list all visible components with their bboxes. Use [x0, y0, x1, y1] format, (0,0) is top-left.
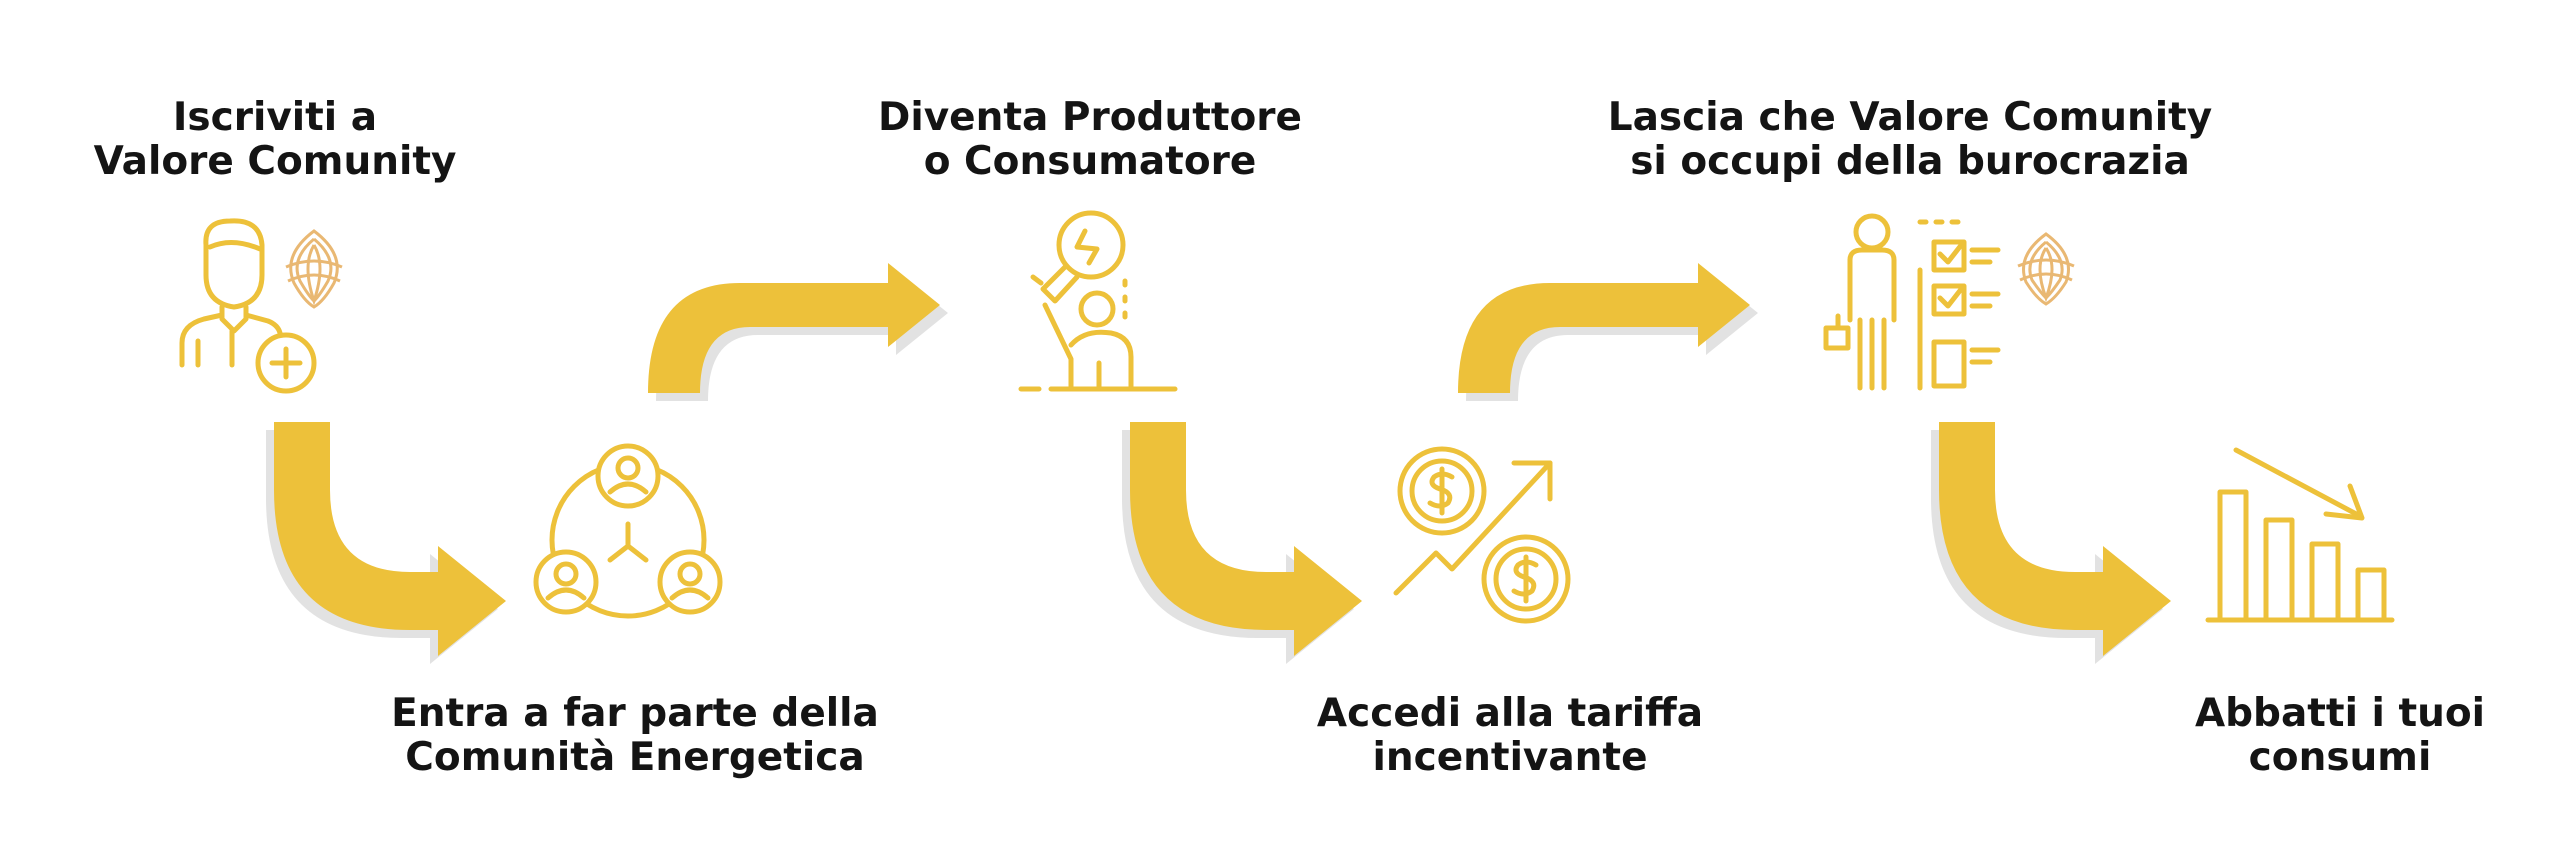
person-lightbulb-icon — [1018, 210, 1178, 392]
arrow-up-right-2 — [1458, 263, 1758, 401]
step-3-label: Diventa Produttore o Consumatore — [830, 96, 1350, 184]
step-4-line-2: incentivante — [1372, 735, 1648, 780]
arrow-down-right-1 — [266, 422, 506, 664]
step-6-label: Abbatti i tuoi consumi — [2080, 692, 2560, 780]
step-2-line-2: Comunità Energetica — [405, 735, 865, 780]
user-add-icon — [179, 218, 343, 394]
step-2-label: Entra a far parte della Comunità Energet… — [335, 692, 935, 780]
step-3-line-1: Diventa Produttore — [878, 95, 1302, 140]
step-2-line-1: Entra a far parte della — [391, 691, 879, 736]
decreasing-bars-icon — [2205, 447, 2395, 623]
step-5-line-2: si occupi della burocrazia — [1630, 139, 2190, 184]
arrow-down-right-3 — [1931, 422, 2171, 664]
arrow-down-right-2 — [1122, 422, 1362, 664]
money-growth-icon — [1393, 446, 1571, 624]
step-1-line-2: Valore Comunity — [93, 139, 457, 184]
step-6-line-1: Abbatti i tuoi — [2194, 691, 2486, 736]
arrow-up-right-1 — [648, 263, 948, 401]
step-1-label: Iscriviti a Valore Comunity — [30, 96, 520, 184]
step-5-label: Lascia che Valore Comunity si occupi del… — [1590, 96, 2230, 184]
step-1-line-1: Iscriviti a — [172, 95, 378, 140]
step-6-line-2: consumi — [2248, 735, 2432, 780]
step-5-line-1: Lascia che Valore Comunity — [1607, 95, 2213, 140]
person-checklist-icon — [1823, 213, 2075, 391]
community-network-icon — [533, 443, 723, 619]
step-3-line-2: o Consumatore — [923, 139, 1257, 184]
step-4-label: Accedi alla tariffa incentivante — [1250, 692, 1770, 780]
step-4-line-1: Accedi alla tariffa — [1316, 691, 1704, 736]
